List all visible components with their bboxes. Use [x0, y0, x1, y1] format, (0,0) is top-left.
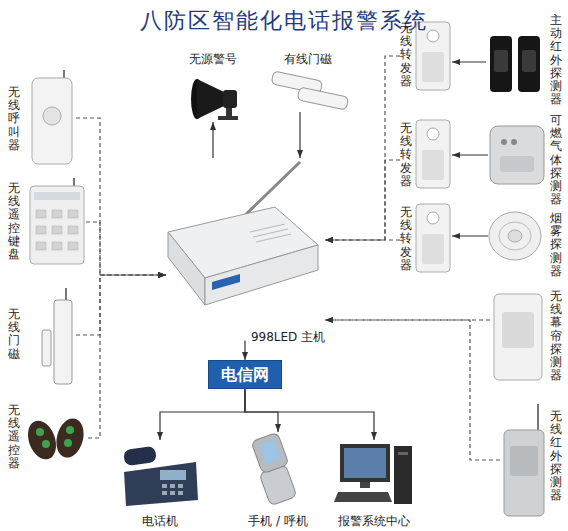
wireless-link [76, 275, 166, 335]
device-node: 可燃气体探测器 [488, 114, 562, 206]
wireless-link [325, 320, 500, 460]
device-label: 手机 / 呼机 [248, 514, 308, 528]
active-infrared-icon [490, 36, 540, 92]
smoke-detector-icon [489, 212, 541, 260]
device-label: 无线转发器 [400, 122, 412, 188]
door-magnet-icon [271, 71, 349, 110]
device-node: 无线幕帘探测器 [490, 290, 562, 382]
device-label: 报警系统中心 [338, 514, 410, 528]
device-label: 无线幕帘探测器 [550, 290, 562, 382]
device-node: 无线遥控器 [8, 404, 88, 470]
mobile-phone-icon [251, 432, 297, 506]
wireless-link [76, 118, 166, 275]
remote-icon [23, 415, 88, 463]
device-node: 无线遥控键盘 [8, 180, 86, 266]
siren-icon [191, 79, 238, 120]
device-label: 无线转发器 [400, 206, 412, 272]
wired-link [452, 154, 488, 155]
call-button-icon [32, 70, 72, 164]
device-node: 无线红外探测器 [500, 402, 562, 520]
diagram-title: 八防区智能化电话报警系统 [0, 0, 568, 36]
device-label: 无线遥控键盘 [8, 182, 20, 261]
device-label: 可燃气体探测器 [550, 114, 562, 206]
wireless-link [325, 239, 400, 240]
host-icon [168, 162, 318, 305]
device-node: 无线转发器 [400, 202, 452, 274]
wired-link [160, 389, 245, 440]
wired-link [212, 122, 213, 158]
device-label: 无线红外探测器 [550, 410, 562, 502]
device-label: 主动红外探测器 [550, 14, 562, 106]
device-node: 无线转发器 [400, 118, 452, 190]
network-label: 电信网 [209, 361, 281, 388]
device-node: 无源警号 [188, 48, 240, 122]
device-label: 无线遥控器 [8, 404, 20, 470]
device-label: 有线门磁 [284, 52, 332, 66]
device-node: 无线转发器 [400, 20, 452, 92]
device-label: 电话机 [142, 514, 178, 528]
transmitter-icon [416, 120, 450, 188]
device-node: 有线门磁 [268, 48, 352, 112]
keypad-icon [30, 178, 84, 264]
device-label: 无线呼叫器 [8, 86, 20, 152]
device-label: 烟雾探测器 [550, 212, 562, 278]
wired-link [299, 112, 300, 158]
wireless-link [86, 222, 166, 275]
device-node: 无线呼叫器 [8, 70, 76, 166]
device-node: 无线门磁 [8, 286, 76, 386]
gas-detector-icon [490, 126, 544, 184]
network-box: 电信网 [208, 360, 282, 389]
device-label: 无源警号 [189, 52, 237, 66]
transmitter-icon [416, 204, 450, 272]
wireless-link [88, 275, 166, 438]
wired-link [244, 340, 245, 360]
wired-link [245, 389, 374, 440]
wired-link [452, 61, 486, 62]
wired-link [452, 235, 488, 236]
wired-link [245, 389, 278, 432]
device-node: 电话机 [120, 440, 200, 524]
computer-icon [334, 444, 412, 504]
device-label: 998LED 主机 [251, 330, 325, 344]
device-node: 烟雾探测器 [488, 210, 562, 278]
wireless-link [325, 56, 400, 240]
infrared-detector-icon [504, 404, 544, 516]
wireless-door-magnet-icon [42, 288, 72, 384]
device-label: 无线门磁 [8, 308, 20, 361]
device-node: 998LED 主机 [166, 158, 325, 340]
wireless-link [325, 160, 400, 240]
device-node: 主动红外探测器 [486, 14, 562, 106]
telephone-icon [123, 446, 198, 506]
device-node: 报警系统中心 [334, 440, 414, 524]
curtain-detector-icon [494, 294, 542, 380]
device-node: 手机 / 呼机 [248, 432, 308, 524]
device-label: 无线转发器 [400, 22, 412, 88]
